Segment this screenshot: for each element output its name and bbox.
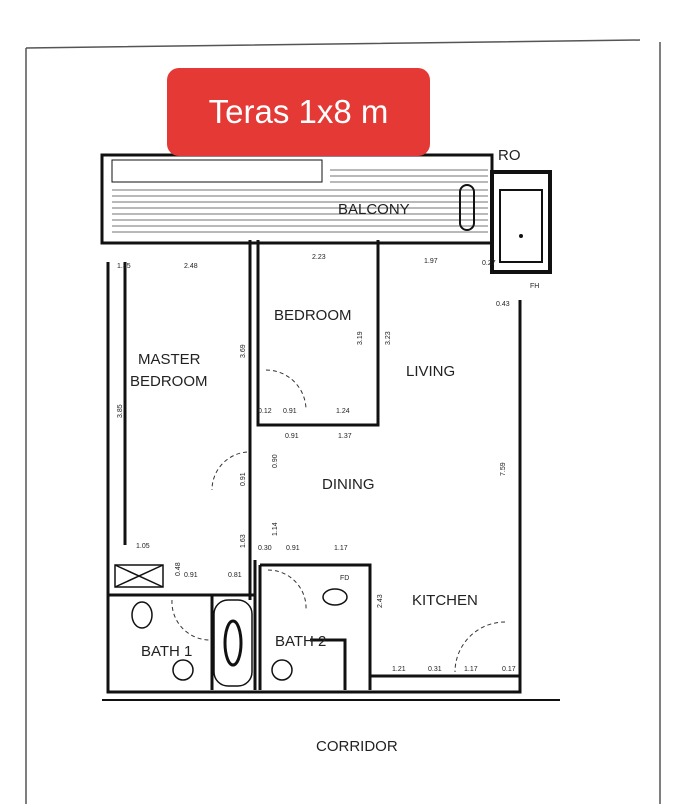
dim-label: 3.85: [117, 404, 124, 418]
dim-label: 0.81: [228, 572, 242, 579]
dim-label: 0.31: [428, 666, 442, 673]
dim-label: 1.05: [136, 543, 150, 550]
dim-label: 0.43: [496, 301, 510, 308]
dim-label: 2.43: [377, 594, 384, 608]
dim-label: 1.17: [334, 545, 348, 552]
room-label-bath2: BATH 2: [275, 633, 326, 650]
balcony: [100, 153, 494, 245]
dim-label: 1.63: [240, 534, 247, 548]
dim-label: 0.91: [240, 472, 247, 486]
room-label-master-line1: MASTER: [138, 351, 201, 368]
room-label-bath1: BATH 1: [141, 643, 192, 660]
dim-label: 0.90: [272, 454, 279, 468]
mark-fd: FD: [340, 575, 349, 582]
room-label-bedroom: BEDROOM: [274, 307, 352, 324]
dim-label: 1.24: [336, 408, 350, 415]
dim-label: 0.91: [286, 545, 300, 552]
room-label-balcony: BALCONY: [338, 201, 410, 218]
room-label-kitchen: KITCHEN: [412, 592, 478, 609]
dim-label: 1.97: [424, 258, 438, 265]
door-swings: [171, 369, 506, 673]
mark-ro: RO: [498, 147, 521, 164]
dim-label: 0.12: [258, 408, 272, 415]
dim-label: 0.91: [285, 433, 299, 440]
dim-label: 0.91: [283, 408, 297, 415]
dim-label: 0.91: [184, 572, 198, 579]
room-label-corridor: CORRIDOR: [316, 738, 398, 755]
dim-label: 1.14: [272, 522, 279, 536]
paper-border: [25, 39, 661, 804]
room-label-master-line2: BEDROOM: [130, 373, 208, 390]
dim-label: 0.48: [175, 562, 182, 576]
dim-label: 0.17: [502, 666, 516, 673]
fixtures: [114, 564, 348, 687]
dim-label: 0.27: [482, 260, 496, 267]
dim-label: 2.23: [312, 254, 326, 261]
walls: [106, 240, 522, 694]
dim-label: 3.23: [385, 331, 392, 345]
dim-label: 3.69: [240, 344, 247, 358]
room-label-dining: DINING: [322, 476, 375, 493]
room-label-living: LIVING: [406, 363, 455, 380]
dimension-labels: 1.35 2.48 2.23 1.97 0.27 0.43 3.69 3.19 …: [117, 254, 516, 673]
dim-label: 2.48: [184, 263, 198, 270]
dim-label: 1.35: [117, 263, 131, 270]
dim-label: 1.21: [392, 666, 406, 673]
service-shaft: [490, 170, 552, 274]
dim-label: 1.17: [464, 666, 478, 673]
mark-fh: FH: [530, 283, 539, 290]
dim-label: 0.30: [258, 545, 272, 552]
terrace-annotation-badge: Teras 1x8 m: [167, 68, 430, 156]
dim-label: 3.19: [357, 331, 364, 345]
dim-label: 7.59: [500, 462, 507, 476]
dim-label: 1.37: [338, 433, 352, 440]
terrace-annotation-label: Teras 1x8 m: [208, 93, 389, 130]
